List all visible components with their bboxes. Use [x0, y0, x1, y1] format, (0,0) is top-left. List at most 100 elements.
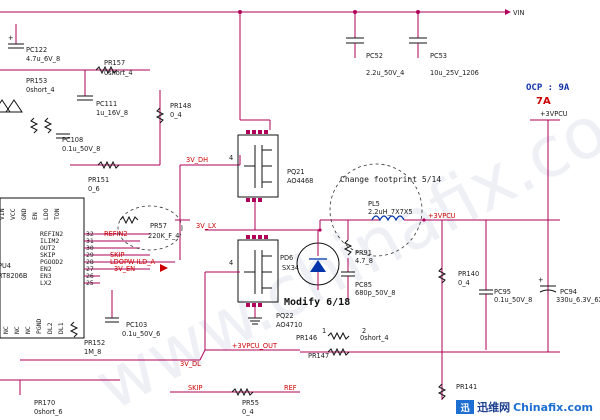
pr140-ref: PR140 — [458, 270, 479, 278]
footprint-note: Change footprint 5/14 — [340, 175, 441, 184]
pc52-ref: PC52 — [366, 52, 383, 60]
ic-top-pin-2: GND — [20, 208, 28, 220]
ic-bottom-pin-0: NC — [2, 326, 10, 334]
pr148-ref: PR148 — [170, 102, 191, 110]
ocp-note: OCP : 9A — [526, 83, 570, 93]
logo-mark-icon: 迅 — [456, 400, 475, 414]
ic-pin-number-27: 27 — [86, 265, 94, 273]
pr157-val: 0short_4 — [104, 69, 133, 77]
pr55-val: 0_4 — [242, 408, 254, 416]
skip2-net-label: SKIP — [188, 384, 202, 392]
ic-pin-name-30: OUT2 — [40, 244, 56, 252]
pr57-ref: PR57 — [150, 222, 167, 230]
pr91-ref: PR91 — [355, 249, 372, 257]
svg-text:+: + — [8, 34, 14, 42]
pr91-val: 4.7_8 — [355, 257, 373, 265]
pr153-val: 0short_4 — [26, 86, 55, 94]
ic-pin-number-31: 31 — [86, 237, 94, 245]
pu4-val: RT8206B — [0, 272, 28, 280]
pc95-ref: PC95 — [494, 288, 511, 296]
ic-pin-name-29: SKIP — [40, 251, 56, 259]
ic-pin-name-28: PGOOD2 — [40, 258, 63, 266]
pq21-ref: PQ21 — [287, 168, 305, 176]
svg-text:2: 2 — [362, 327, 366, 335]
pr148-dh-net: PR148 0_4 3V_DH — [155, 90, 241, 260]
pc85-ref: PC85 — [355, 281, 372, 289]
pq21-val: AO4468 — [287, 177, 313, 185]
pc122-val: 4.7u_6V_8 — [26, 55, 60, 63]
input-caps: PC52 2.2u_50V_4 PC53 10u_25V_1206 — [346, 12, 479, 77]
pc94-ref: PC94 — [560, 288, 577, 296]
ic-top-pin-1: VCC — [9, 208, 17, 220]
pr170-val: 0short_6 — [34, 408, 63, 416]
pu4-ic: PU4 RT8206B REFIN2 SKIP LDOPW-ILD_A 3V_E… — [0, 197, 175, 339]
pr55-ref: PR55 — [242, 399, 259, 407]
seven-amp-note: 7A — [536, 96, 551, 107]
skip-net-label: SKIP — [110, 251, 124, 259]
pr146-val: 0short_4 — [360, 334, 389, 342]
ic-top-pin-4: LDO — [42, 208, 50, 220]
modify-note: Modify 6/18 — [284, 296, 350, 308]
ic-bottom-pin-5: DL1 — [57, 322, 65, 334]
lx-node: 3V_LX — [196, 202, 380, 232]
ic-top-pin-0: VIN — [0, 208, 6, 220]
pd6-ref: PD6 — [280, 254, 293, 262]
3v-dh-label: 3V_DH — [186, 156, 208, 164]
ic-top-pin-3: EN — [31, 212, 39, 220]
pc94-val: 330u_6.3V_6X5 — [556, 296, 600, 304]
pr153-ref: PR153 — [26, 77, 47, 85]
refin2-net-label: REFIN2 — [104, 230, 128, 238]
pc108-ref: PC108 — [62, 136, 83, 144]
pl5-val: 2.2uH_7X7X5 — [368, 208, 413, 216]
pr152-val: 1M_8 — [84, 348, 101, 356]
3v-en-net-label: 3V_EN — [114, 265, 135, 273]
vin-rail: VIN — [0, 9, 524, 17]
ic-pin-name-32: REFIN2 — [40, 230, 63, 238]
bottom-left-parts: PC103 0.1u_50V_6 PR152 1M_8 3V_DL — [20, 290, 206, 368]
output-sense: +3VPCU_OUT PR146 0short_4 PR147 1 2 — [205, 327, 389, 360]
3v-dl-label: 3V_DL — [180, 360, 201, 368]
ic-pin-name-31: ILIM2 — [40, 237, 59, 245]
pl5-inductor: PL5 2.2uH_7X7X5 Change footprint 5/14 — [329, 163, 560, 257]
ic-top-pin-5: TON — [53, 208, 61, 220]
pq22-val: AO4710 — [276, 321, 302, 329]
vpcu-out-label: +3VPCU_OUT — [232, 342, 278, 350]
pc122-ref: PC122 — [26, 46, 47, 54]
pc53-val: 10u_25V_1206 — [430, 69, 479, 77]
vin-label: VIN — [513, 9, 524, 17]
pc85-val: 680p_50V_8 — [355, 289, 395, 297]
pq21-mosfet: 4 PQ21 AO4468 — [229, 130, 313, 202]
ic-pin-number-30: 30 — [86, 244, 94, 252]
pl5-ref: PL5 — [368, 200, 380, 208]
bottom-row: PR170 0short_6 SKIP REF PR55 0_4 PR141 — [0, 379, 477, 416]
pc52-val: 2.2u_50V_4 — [366, 69, 404, 77]
snubber: PR91 4.7_8 PC85 680p_50V_8 — [341, 220, 395, 300]
vpcu-top-label: +3VPCU — [540, 110, 568, 118]
pr147-ref: PR147 — [308, 352, 329, 360]
vpcu-label: +3VPCU — [428, 212, 456, 220]
pr57-resistor: PR57 220K_F_4 — [117, 205, 190, 251]
pc108-val: 0.1u_50V_8 — [62, 145, 100, 153]
pr151-ref: PR151 — [88, 176, 109, 184]
pr151-val: 0_6 — [88, 185, 100, 193]
pu4-ref: PU4 — [0, 262, 11, 270]
pc53-ref: PC53 — [430, 52, 447, 60]
pc103-ref: PC103 — [126, 321, 147, 329]
3v-lx-label: 3V_LX — [196, 222, 217, 230]
pq22-ref: PQ22 — [276, 312, 294, 320]
svg-text:4: 4 — [229, 154, 233, 162]
pr141-ref: PR141 — [456, 383, 477, 391]
svg-text:+: + — [538, 276, 544, 284]
ic-pin-number-32: 32 — [86, 230, 94, 238]
vpcu-output: +3VPCU OCP : 9A 7A +3VPCU PR140 0_4 PC95… — [300, 83, 600, 400]
pr146-ref: PR146 — [296, 334, 317, 342]
pc111-ref: PC111 — [96, 100, 117, 108]
ic-pin-name-27: EN2 — [40, 265, 52, 273]
pr148-val: 0_4 — [170, 111, 182, 119]
logo-en-text: Chinafix.com — [513, 400, 593, 414]
ic-pin-number-28: 28 — [86, 258, 94, 266]
pr152-ref: PR152 — [84, 339, 105, 347]
pr140-val: 0_4 — [458, 279, 470, 287]
